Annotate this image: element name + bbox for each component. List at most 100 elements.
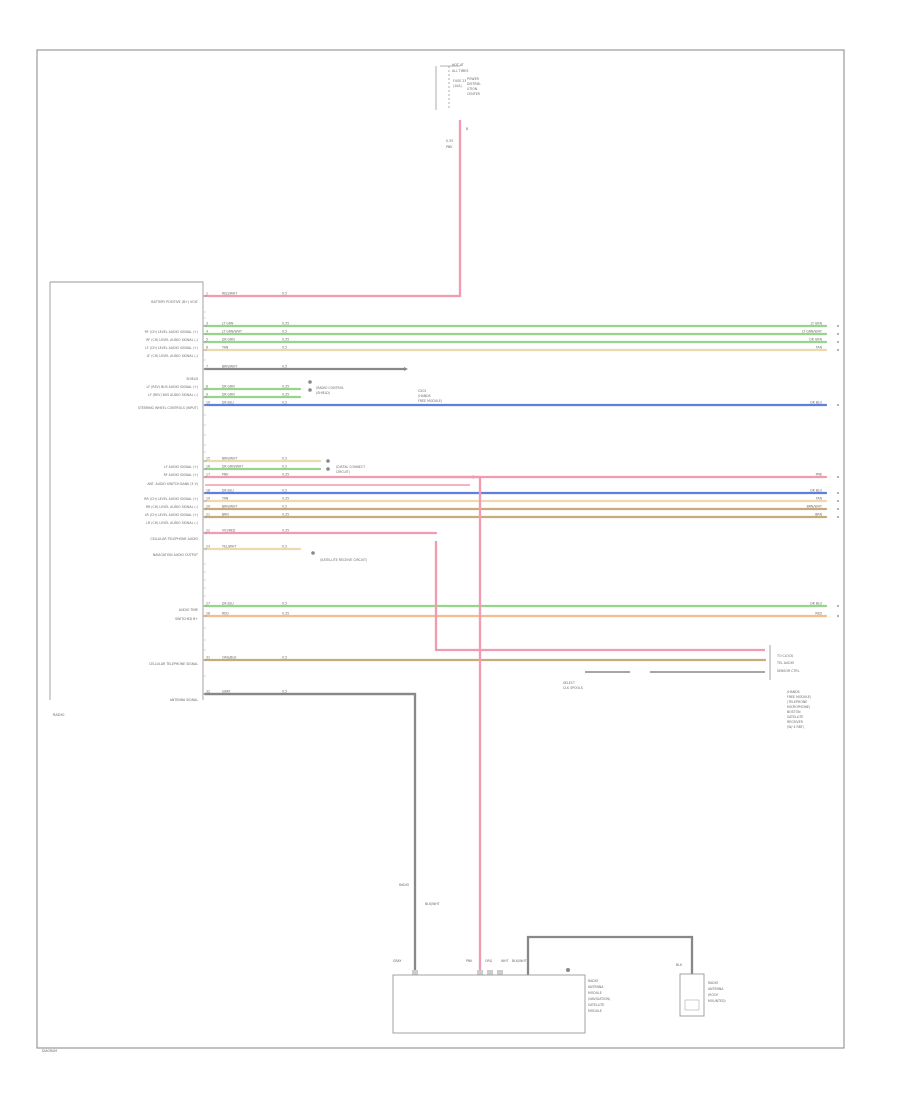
wire-color-1: RED/WHT — [222, 292, 237, 296]
module-label-10: RF AUDIO SIGNAL (+) — [164, 473, 198, 477]
wire-pin-9: 9 — [206, 393, 208, 397]
bottom-box-desc-3: (NAVIGATION) — [588, 997, 610, 1001]
module-label-2: RF (CH) LEVEL AUDIO SIGNAL (-) — [146, 338, 198, 342]
wire-pin-7: 7 — [206, 365, 208, 369]
wire-color-6: TAN — [221, 346, 229, 350]
page-ref: DIAGRAM — [42, 1049, 57, 1053]
bottom-box-desc-1: ANTENNA — [588, 985, 604, 989]
wire-color-3: LT GRN — [222, 322, 234, 326]
wire-term-10 — [836, 403, 840, 407]
splice-a-line-0: (RADIO CONTROL — [316, 386, 344, 390]
splice-a-line-1: (SHIELD) — [316, 391, 330, 395]
wire-pin-6: 6 — [206, 346, 208, 350]
module-label-15: LR (CH) LEVEL AUDIO SIGNAL (-) — [146, 521, 198, 525]
module-label-1: RF (CH) LEVEL AUDIO SIGNAL (+) — [145, 330, 198, 334]
module-label-16: CELLULAR TELEPHONE AUDIO — [150, 537, 198, 541]
wire-pin-32: 32 — [206, 690, 210, 694]
ground-note-0: G201 — [418, 389, 427, 393]
wire-term-27 — [836, 604, 840, 608]
wire-23: 23 YEL/WHT 0.5 — [203, 545, 302, 551]
power-source-wire-size: 0.35 — [446, 139, 453, 143]
wire-size-28: 0.35 — [282, 612, 289, 616]
module-label-4: LF (CH) LEVEL AUDIO SIGNAL (-) — [147, 354, 198, 358]
wire-size-1: 0.5 — [282, 292, 287, 296]
wire-color-4: LT GRN/WHT — [222, 330, 242, 334]
power-source-line-3: DISTRIB- — [467, 82, 481, 86]
roof-antenna-box — [679, 973, 705, 1017]
wire-right-4: LT GRN/WHT — [802, 330, 822, 334]
wire-color-9: DK GRN — [222, 393, 235, 397]
right-box-desc-0: RADIO — [708, 981, 719, 985]
hfm-desc-6: RECEIVER — [787, 720, 804, 724]
radio-module-name: RADIO — [53, 713, 65, 717]
wire-pin-22: 22 — [206, 529, 210, 533]
module-label-3: LF (CH) LEVEL AUDIO SIGNAL (+) — [145, 346, 198, 350]
power-source-line-5: CENTER — [467, 92, 481, 96]
wire-right-10: DK BLU — [810, 401, 822, 405]
wire-color-19: TAN — [221, 497, 229, 501]
wire-size-10: 0.5 — [282, 401, 287, 405]
wire-right-18: DK BLU — [810, 489, 822, 493]
power-source-line-0: HOT AT — [452, 63, 464, 67]
power-source-amps: (10A) — [453, 84, 462, 88]
wire-pin-23: 23 — [206, 545, 210, 549]
hfm-desc-7: (W/ 4 RBT) — [787, 725, 804, 729]
wire-right-19: TAN — [815, 497, 823, 501]
bottom-conn-label-4: BLK/WHT — [512, 959, 527, 963]
wire-pin-8: 8 — [206, 385, 208, 389]
wire-right-20: BRN/WHT — [807, 505, 822, 509]
hfm-label-0: TO CLOCK — [776, 654, 794, 658]
right-box-desc-3: MOUNTED) — [708, 999, 726, 1003]
wire-size-23: 0.5 — [282, 545, 287, 549]
splice-notes: (RADIO CONTROL (SHIELD) G201 (HANDS FREE… — [308, 380, 442, 562]
satellite-module-box — [392, 974, 586, 1034]
wire-color-23: YEL/WHT — [222, 545, 236, 549]
module-label-18: AUDIO TIME — [179, 608, 198, 612]
bottom-conn-label-2: ORG — [485, 959, 493, 963]
wire-color-28: RED — [222, 612, 229, 616]
wire-size-16: 0.5 — [282, 465, 287, 469]
bottom-box-desc-2: MODULE — [588, 991, 602, 995]
wire-size-7: 0.5 — [282, 365, 287, 369]
wire-color-8: DK GRN — [222, 385, 235, 389]
bottom-wire-a: RADIO — [399, 883, 410, 887]
wire-size-3: 0.35 — [282, 322, 289, 326]
wire-color-32: GRAY — [222, 690, 230, 694]
module-label-17: NAVIGATION AUDIO OUTPUT — [153, 553, 198, 557]
wire-right-21: BRN — [815, 513, 822, 517]
wire-size-19: 0.35 — [282, 497, 289, 501]
vertical-routes — [205, 120, 765, 975]
ground-note-2: FREE MODULE) — [418, 399, 442, 403]
bottom-conn-label-0: GRAY — [393, 959, 401, 963]
module-label-6: LF (REV) BUS AUDIO SIGNAL (+) — [147, 385, 198, 389]
hfm-conn-1: CLK SPOOLS — [563, 686, 583, 690]
wire-color-17: PNK — [222, 473, 229, 477]
wire-right-3: LT GRN — [811, 322, 823, 326]
wire-size-32: 0.5 — [282, 690, 287, 694]
power-source-line-2: POWER — [467, 77, 480, 81]
wire-right-5: DK GRN — [809, 338, 822, 342]
wire-term-3 — [836, 324, 840, 328]
module-label-9: LF AUDIO SIGNAL (+) — [164, 465, 198, 469]
module-label-20: CELLULAR TELEPHONE SIGNAL — [149, 662, 198, 666]
bottom-box-desc-4: SATELLITE — [588, 1003, 604, 1007]
splice-c: (SATELLITE RECEIVE CIRCUIT) — [320, 558, 367, 562]
wire-color-16: DK GRN/WHT — [222, 465, 243, 469]
power-source-pin: B — [466, 127, 468, 131]
wire-term-28 — [836, 614, 840, 618]
right-box-desc-2: (ROOF — [708, 993, 718, 997]
wire-pin-5: 5 — [206, 338, 208, 342]
